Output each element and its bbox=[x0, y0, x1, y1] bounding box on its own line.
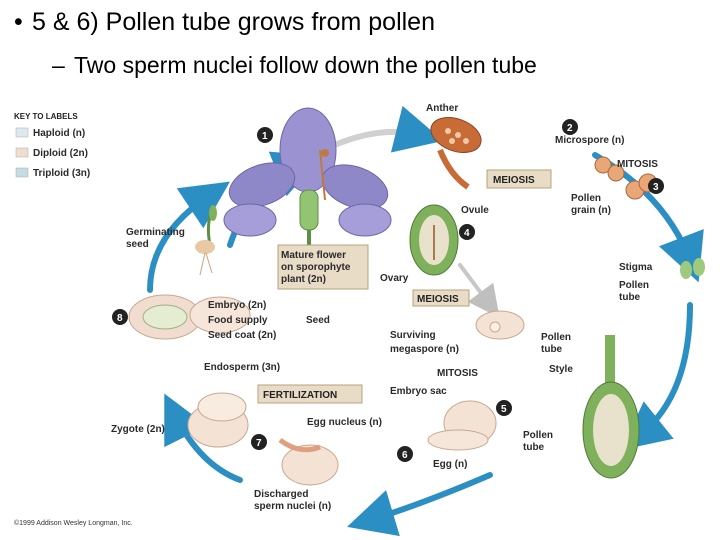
label-pollen-tube-mid-2: tube bbox=[541, 344, 563, 355]
label-pollen-tube-top-2: tube bbox=[619, 292, 641, 303]
label-ovule: Ovule bbox=[461, 205, 489, 216]
slide-subtitle-text: Two sperm nuclei follow down the pollen … bbox=[74, 52, 537, 78]
step-6: 6 bbox=[402, 450, 408, 461]
step-3: 3 bbox=[653, 182, 659, 193]
arrow-right-bottom bbox=[621, 302, 693, 451]
label-mitosis-top: MITOSIS bbox=[617, 159, 658, 170]
label-surviving-2: megaspore (n) bbox=[390, 344, 459, 355]
label-mature-2: on sporophyte bbox=[281, 262, 351, 273]
megaspore-illustration bbox=[475, 310, 525, 340]
label-pollen-tube-low-2: tube bbox=[523, 442, 545, 453]
label-stigma: Stigma bbox=[619, 262, 653, 273]
step-7: 7 bbox=[256, 438, 262, 449]
label-germinating-2: seed bbox=[126, 239, 149, 250]
label-zygote: Zygote (2n) bbox=[111, 424, 165, 435]
label-pollen-tube-top: Pollen bbox=[619, 280, 649, 291]
meiosis-banner-mid: MEIOSIS bbox=[417, 294, 459, 305]
label-discharged-1: Discharged bbox=[254, 489, 308, 500]
label-pollen-tube-mid: Pollen bbox=[541, 332, 571, 343]
bullet-glyph: • bbox=[14, 8, 23, 36]
label-pollen-grain: Pollen bbox=[571, 193, 601, 204]
label-endosperm: Endosperm (3n) bbox=[204, 362, 280, 373]
label-microspore: Microspore (n) bbox=[555, 135, 624, 146]
label-egg: Egg (n) bbox=[433, 459, 467, 470]
discharged-sperm-illustration bbox=[278, 437, 339, 486]
slide-title: • 5 & 6) Pollen tube grows from pollen bbox=[14, 8, 435, 37]
label-egg-nucleus: Egg nucleus (n) bbox=[307, 417, 382, 428]
step-2: 2 bbox=[567, 123, 573, 134]
key-swatch-diploid bbox=[15, 147, 29, 158]
label-seed: Seed bbox=[306, 315, 330, 326]
label-mature-1: Mature flower bbox=[281, 250, 346, 261]
label-style: Style bbox=[549, 364, 573, 375]
label-anther: Anther bbox=[426, 103, 458, 114]
step-5: 5 bbox=[501, 404, 507, 415]
label-pollen-tube-low: Pollen bbox=[523, 430, 553, 441]
arrow-bottom bbox=[347, 472, 493, 537]
key-to-labels: KEY TO LABELS Haploid (n) Diploid (2n) T… bbox=[14, 112, 90, 179]
embryo-sac-illustration bbox=[427, 400, 497, 451]
step-badges: 1 2 3 4 5 6 7 8 bbox=[112, 119, 664, 462]
anther-illustration bbox=[430, 117, 482, 190]
stage-banners: MEIOSIS MEIOSIS FERTILIZATION bbox=[257, 169, 552, 404]
label-ovary: Ovary bbox=[380, 273, 409, 284]
arrow-ovule-meiosis bbox=[458, 263, 500, 318]
label-food-supply: Food supply bbox=[208, 315, 268, 326]
ovule-illustration bbox=[409, 204, 459, 276]
label-surviving-1: Surviving bbox=[390, 330, 436, 341]
pistil-illustration bbox=[582, 258, 705, 479]
label-pollen-grain-2: grain (n) bbox=[571, 205, 611, 216]
arrow-flower-to-anther bbox=[327, 105, 444, 153]
label-mitosis-mid: MITOSIS bbox=[437, 368, 478, 379]
key-triploid: Triploid (3n) bbox=[33, 168, 90, 179]
germinating-seed-illustration bbox=[195, 205, 217, 276]
key-diploid: Diploid (2n) bbox=[33, 148, 88, 159]
label-seed-coat: Seed coat (2n) bbox=[208, 330, 276, 341]
slide-subtitle: –Two sperm nuclei follow down the pollen… bbox=[52, 52, 537, 79]
step-1: 1 bbox=[262, 131, 268, 142]
key-swatch-haploid bbox=[15, 127, 29, 138]
label-discharged-2: sperm nuclei (n) bbox=[254, 501, 331, 512]
dash-glyph: – bbox=[52, 52, 65, 78]
meiosis-banner-top: MEIOSIS bbox=[493, 175, 535, 186]
arrow-left-bottom bbox=[164, 393, 243, 483]
arrow-left-top bbox=[147, 181, 230, 293]
fertilization-banner: FERTILIZATION bbox=[263, 390, 337, 401]
plant-life-cycle-diagram: KEY TO LABELS Haploid (n) Diploid (2n) T… bbox=[14, 103, 705, 537]
copyright: ©1999 Addison Wesley Longman, Inc. bbox=[14, 519, 133, 527]
step-4: 4 bbox=[464, 228, 470, 239]
step-8: 8 bbox=[117, 313, 123, 324]
key-title: KEY TO LABELS bbox=[14, 112, 78, 121]
mature-flower bbox=[223, 107, 392, 245]
key-swatch-triploid bbox=[15, 167, 29, 178]
label-embryo-sac: Embryo sac bbox=[390, 386, 447, 397]
slide-title-text: 5 & 6) Pollen tube grows from pollen bbox=[32, 8, 435, 36]
label-germinating: Germinating bbox=[126, 227, 185, 238]
seed-illustration bbox=[128, 294, 251, 340]
zygote-illustration bbox=[187, 392, 249, 448]
labels: Anther Microspore (n) MITOSIS Pollen gra… bbox=[14, 103, 658, 527]
label-embryo: Embryo (2n) bbox=[208, 300, 266, 311]
label-mature-3: plant (2n) bbox=[281, 274, 326, 285]
key-haploid: Haploid (n) bbox=[33, 128, 85, 139]
